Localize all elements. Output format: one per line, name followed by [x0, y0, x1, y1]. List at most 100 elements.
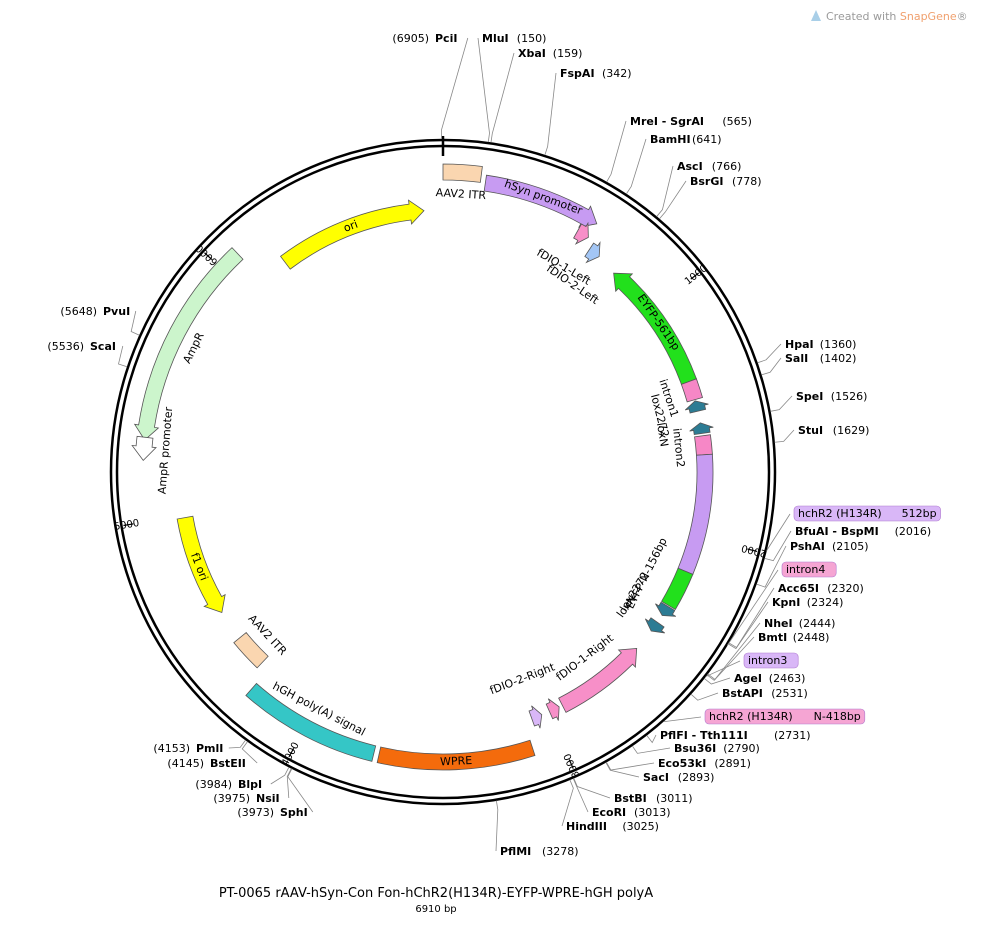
- site-position: (565): [722, 115, 752, 128]
- site-bstbi[interactable]: BstBI(3011): [573, 778, 693, 805]
- site-acc65i[interactable]: Acc65I(2320): [728, 582, 864, 649]
- site-hindiii[interactable]: HindIII(3025): [561, 779, 659, 833]
- box-label: intron4: [786, 563, 825, 576]
- box-leader-line: [663, 716, 702, 723]
- site-name: SpeI: [796, 390, 823, 403]
- site-leader-line: [287, 768, 314, 813]
- site-leader-line: [544, 72, 557, 156]
- site-spei[interactable]: SpeI(1526): [770, 390, 867, 412]
- site-bfuai-bspmi[interactable]: BfuAI - BspMI(2016): [764, 525, 932, 562]
- site-agei[interactable]: AgeI(2463): [704, 672, 805, 685]
- tick-mark: [288, 747, 295, 758]
- aav2-itr-right: AAV2 ITR: [233, 612, 290, 669]
- site-leader-line: [606, 120, 627, 183]
- map-length: 6910 bp: [415, 904, 456, 915]
- site-bsu36i[interactable]: Bsu36I(2790): [631, 742, 760, 755]
- site-stui[interactable]: StuI (1629): [774, 424, 870, 443]
- site-name: MluI: [482, 32, 509, 45]
- hchr2-box[interactable]: hchR2 (H134R)512bp: [766, 505, 941, 551]
- site-name: PflMI: [500, 845, 531, 858]
- site-asci[interactable]: AscI(766): [656, 160, 742, 217]
- site-pvui[interactable]: (5648)PvuI: [60, 305, 140, 336]
- site-saci[interactable]: SacI(2893): [605, 762, 715, 784]
- aav2-itr-left-label: AAV2 ITR: [435, 186, 486, 202]
- site-pflmi[interactable]: PflMI(3278): [495, 800, 579, 858]
- hchr2-n-box[interactable]: hchR2 (H134R)N-418bp: [663, 708, 866, 725]
- site-nsii[interactable]: (3975)NsiI: [213, 768, 292, 805]
- site-position: (3975): [213, 792, 250, 805]
- site-leader-line: [706, 636, 755, 681]
- site-hpai[interactable]: HpaI(1360): [757, 338, 857, 364]
- tick-mark: [204, 252, 213, 260]
- site-fspai[interactable]: FspAI(342): [544, 67, 632, 156]
- site-position: (150): [517, 32, 547, 45]
- site-xbai[interactable]: XbaI(159): [490, 47, 582, 143]
- ori-label: ori: [342, 218, 360, 235]
- site-nhei[interactable]: NheI(2444): [707, 617, 836, 680]
- ori: ori: [279, 199, 425, 270]
- fdio-1-right-small: [545, 698, 560, 721]
- box-label: hchR2 (H134R): [709, 710, 793, 723]
- site-leader-line: [477, 37, 490, 143]
- site-position: (2463): [769, 672, 806, 685]
- site-pmli[interactable]: (4153)PmlI: [153, 739, 246, 755]
- feature-site-boxes: hchR2 (H134R)512bp intron4 intron3 hchR2 (H…: [663, 505, 941, 725]
- site-leader-line: [606, 761, 655, 771]
- tick-label: 5000: [113, 518, 140, 533]
- site-bsteii[interactable]: (4145) BstEII: [167, 741, 258, 770]
- site-name: StuI: [798, 424, 823, 437]
- site-eco53ki[interactable]: Eco53kI(2891): [606, 757, 751, 771]
- site-blpi[interactable]: (3984)BlpI: [195, 767, 290, 791]
- box-background: [704, 708, 866, 725]
- backbone: [109, 138, 777, 806]
- site-bsrgi[interactable]: BsrGI(778): [659, 175, 762, 220]
- site-mrei-sgrai[interactable]: MreI - SgrAI(565): [606, 115, 752, 183]
- hsyn-promoter: hSyn promoter: [483, 174, 598, 228]
- site-bmti[interactable]: BmtI(2448): [706, 631, 829, 681]
- eyfp-561bp: EYFP-561bp: [613, 272, 697, 385]
- site-scai[interactable]: (5536)ScaI: [47, 340, 128, 368]
- site-mlui[interactable]: MluI (150): [477, 32, 547, 143]
- fdio-1-right-small-arrow: [545, 698, 560, 721]
- svg-text:Created with SnapGene®: Created with SnapGene®: [826, 10, 968, 23]
- site-bstapi[interactable]: BstAPI(2531): [690, 687, 808, 701]
- site-name: KpnI: [772, 596, 800, 609]
- site-position: (4153): [153, 742, 190, 755]
- site-name: BstBI: [614, 792, 647, 805]
- site-sphi[interactable]: (3973)SphI: [237, 768, 314, 819]
- site-pshai[interactable]: PshAI(2105): [756, 540, 869, 588]
- fdio-2-right-arrow: [528, 705, 543, 729]
- wpre-arrow: [376, 739, 536, 771]
- site-position: (2324): [807, 596, 844, 609]
- box-leader-line: [705, 660, 741, 677]
- site-leader-line: [625, 138, 647, 195]
- site-pflfi-tth111i[interactable]: PflFI - Tth111I(2731): [646, 729, 811, 744]
- site-position: (4145): [167, 757, 204, 770]
- site-position: (1629): [833, 424, 870, 437]
- site-position: (1402): [820, 352, 857, 365]
- ampr-promoter-label: AmpR promoter: [155, 406, 175, 495]
- site-leader-line: [270, 767, 290, 785]
- box-background: [781, 561, 837, 578]
- loxn-1-label: loxN: [654, 422, 671, 448]
- site-name: PshAI: [790, 540, 825, 553]
- intron2-label: intron2: [670, 428, 687, 468]
- site-sali[interactable]: SalI(1402): [761, 352, 857, 376]
- intron3-box[interactable]: intron3: [705, 652, 799, 677]
- lox2272-1-arrow: [684, 400, 709, 414]
- site-position: (5648): [60, 305, 97, 318]
- site-position: (2893): [678, 771, 715, 784]
- site-name: Bsu36I: [674, 742, 716, 755]
- watermark: Created with SnapGene®: [811, 10, 968, 23]
- site-leader-line: [573, 778, 611, 799]
- site-leader-line: [441, 37, 469, 140]
- site-ecori[interactable]: EcoRI(3013): [572, 778, 671, 819]
- loxn-1: loxN: [654, 422, 714, 448]
- site-name: NheI: [764, 617, 793, 630]
- site-kpni[interactable]: KpnI (2324): [728, 596, 844, 650]
- site-name: BstEII: [210, 757, 246, 770]
- site-pcii[interactable]: (6905)PciI: [392, 32, 469, 140]
- site-bamhi[interactable]: BamHI(641): [625, 133, 722, 195]
- intron4-box[interactable]: intron4: [726, 561, 837, 646]
- site-position: (342): [602, 67, 632, 80]
